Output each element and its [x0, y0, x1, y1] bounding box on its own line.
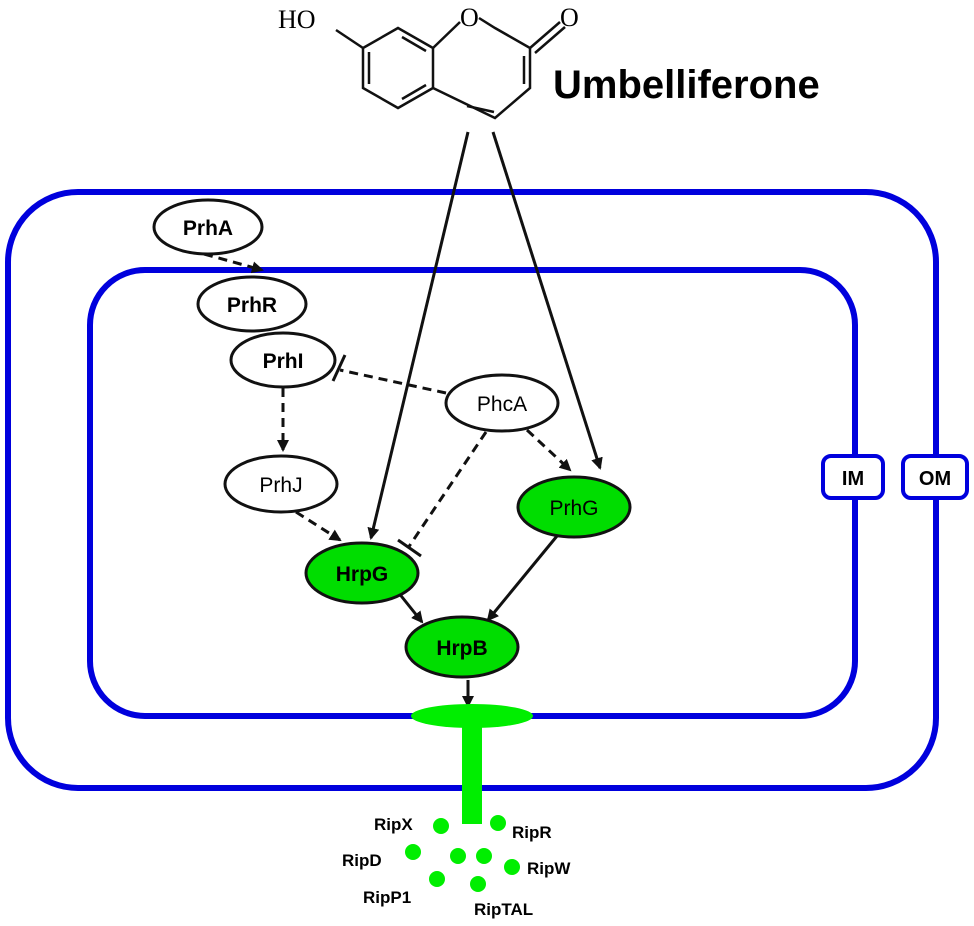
- arrow-phca-to-prhg: [525, 428, 572, 472]
- compound-name: Umbelliferone: [553, 63, 820, 107]
- inhibition-bar-prhi: [331, 354, 347, 382]
- node-hrpb: [404, 615, 520, 679]
- node-hrpg-label: HrpG: [336, 563, 389, 586]
- node-phca-label: PhcA: [477, 393, 527, 416]
- effector-dot: [450, 848, 466, 864]
- node-hrpg: [304, 541, 420, 605]
- node-phca: [444, 373, 560, 433]
- inhibition-phca-to-hrpg: [406, 431, 488, 549]
- effector-dot: [470, 876, 486, 892]
- secretion-system-pilus: [462, 716, 482, 824]
- carbonyl-oxygen-label: O: [560, 3, 579, 32]
- effector-dot: [476, 848, 492, 864]
- arrow-hrpg-to-hrpb: [396, 591, 424, 624]
- effector-dot: [405, 844, 421, 860]
- node-prhj: [223, 454, 339, 514]
- effector-ripd-label: RipD: [342, 851, 382, 870]
- effector-ripw-label: RipW: [527, 859, 571, 878]
- effector-dot: [490, 815, 506, 831]
- effector-ripp1-label: RipP1: [363, 888, 411, 907]
- effector-ripx-label: RipX: [374, 815, 413, 834]
- umbelliferone-structure: [335, 16, 566, 120]
- node-prhr-label: PrhR: [227, 294, 277, 317]
- hydroxyl-label: HO: [278, 5, 316, 34]
- node-prhi-label: PrhI: [263, 350, 304, 373]
- inhibition-bar-hrpg: [397, 538, 422, 558]
- ring-oxygen-label: O: [460, 3, 479, 32]
- effector-ripr-label: RipR: [512, 823, 552, 842]
- inhibition-phca-to-prhi: [339, 368, 447, 395]
- outer-membrane-label-box: [901, 454, 969, 500]
- node-hrpb-label: HrpB: [436, 637, 487, 660]
- node-prhr: [196, 275, 308, 333]
- node-prha: [152, 198, 264, 256]
- effector-dots: [405, 815, 520, 892]
- effector-dot: [504, 859, 520, 875]
- node-prha-label: PrhA: [183, 217, 233, 240]
- node-prhg-label: PrhG: [549, 497, 598, 520]
- outer-membrane-label: OM: [919, 468, 951, 490]
- node-prhg: [516, 475, 632, 539]
- effector-riptal-label: RipTAL: [474, 900, 533, 919]
- effector-dot: [429, 871, 445, 887]
- arrow-prha-to-prhr: [203, 252, 264, 274]
- node-prhj-label: PrhJ: [259, 474, 302, 497]
- inner-membrane-label: IM: [842, 468, 864, 490]
- node-prhi: [229, 331, 337, 389]
- inner-membrane-label-box: [821, 454, 885, 500]
- arrow-prhj-to-hrpg: [295, 510, 342, 542]
- arrow-prhg-to-hrpb: [486, 535, 559, 622]
- effector-dot: [433, 818, 449, 834]
- arrow-umbelliferone-to-hrpg: [367, 131, 470, 540]
- outer-membrane: [5, 189, 939, 791]
- arrow-umbelliferone-to-prhg: [491, 131, 603, 470]
